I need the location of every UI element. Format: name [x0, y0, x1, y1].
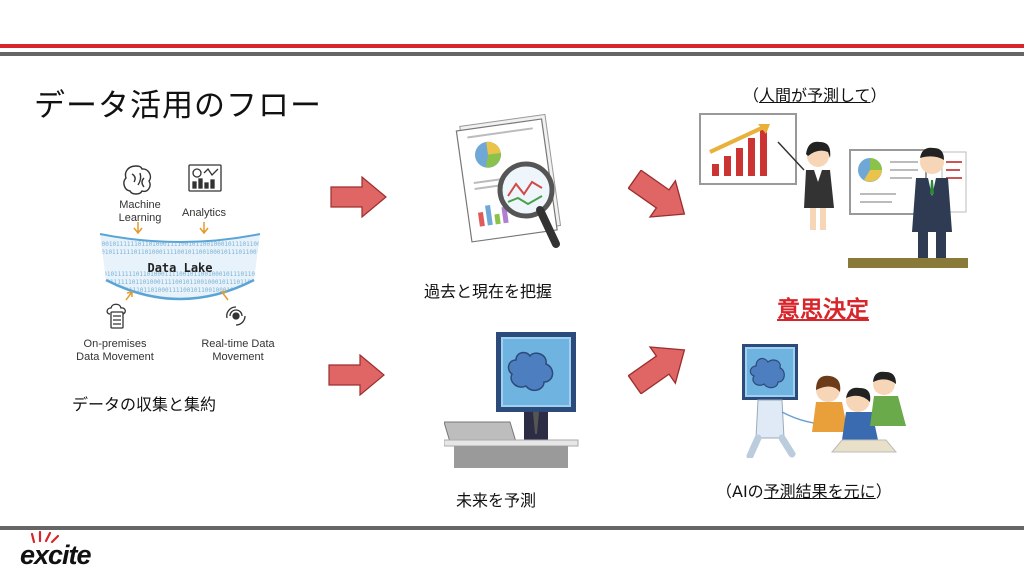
lake-binary-row: 0001011111101101000111100101100100010111… [92, 279, 290, 286]
lake-rim [99, 233, 261, 243]
on-premises-label: On-premises Data Movement [76, 338, 154, 363]
report-magnifier-illustration [455, 113, 562, 248]
ai-prediction-close: ） [875, 482, 892, 501]
footer-gray-line [0, 526, 1024, 530]
lake-binary-row: 0001011111101101000111100101100100010111… [94, 249, 290, 256]
analytics-icon [188, 164, 222, 192]
human-prediction-text: 人間が予測して [759, 86, 871, 105]
brain-icon [123, 165, 152, 195]
header-gray-line [0, 52, 1024, 56]
arrow-down-right-icon [628, 170, 686, 218]
human-prediction-open: （ [743, 86, 760, 105]
down-arrow-icon [133, 222, 209, 235]
ai-prediction-open: （AIの [716, 482, 764, 501]
data-lake-label: Data Lake [147, 261, 212, 275]
ai-laptop-illustration [444, 332, 579, 468]
machine-learning-label: Machine Learning [118, 199, 162, 224]
human-prediction-label: （人間が予測して） [743, 82, 887, 106]
lake-binary-row: 0001011111101101000111100101100100010111… [100, 287, 290, 294]
lake-bowl-fill [100, 234, 260, 299]
ai-prediction-label: （AIの予測結果を元に） [716, 478, 892, 502]
data-lake-diagram: 0001011111101101000111100101100100010111… [92, 164, 290, 329]
excite-logo: excite [20, 530, 120, 570]
lake-binary-row: 0001011111101101000111100101100100010111… [98, 241, 290, 248]
lake-bottom [105, 278, 255, 301]
arrow-up-right-icon [628, 346, 686, 394]
presentation-illustration [699, 113, 968, 268]
page-title: データ活用のフロー [34, 88, 322, 124]
cloud-server-icon [106, 303, 126, 329]
realtime-icon [226, 306, 246, 326]
arrow-right-icon [328, 354, 385, 396]
up-arrow-icon [125, 291, 229, 301]
analytics-label: Analytics [181, 207, 227, 219]
logo-text: excite [20, 540, 92, 570]
realtime-label: Real-time Data Movement [201, 338, 275, 363]
arrow-right-icon [330, 176, 387, 218]
decision-label: 意思決定 [777, 297, 869, 323]
future-label: 未来を予測 [456, 491, 537, 510]
logo-spark-icon [30, 530, 60, 544]
lake-binary-row: 0001011111101101000111100101100100010111… [96, 271, 290, 278]
human-prediction-close: ） [870, 86, 887, 105]
header-red-line [0, 44, 1024, 48]
ai-prediction-text: 予測結果を元に [763, 482, 876, 501]
ai-leading-people-illustration [742, 344, 906, 458]
collect-label: データの収集と集約 [72, 395, 217, 414]
past-label: 過去と現在を把握 [424, 282, 553, 301]
